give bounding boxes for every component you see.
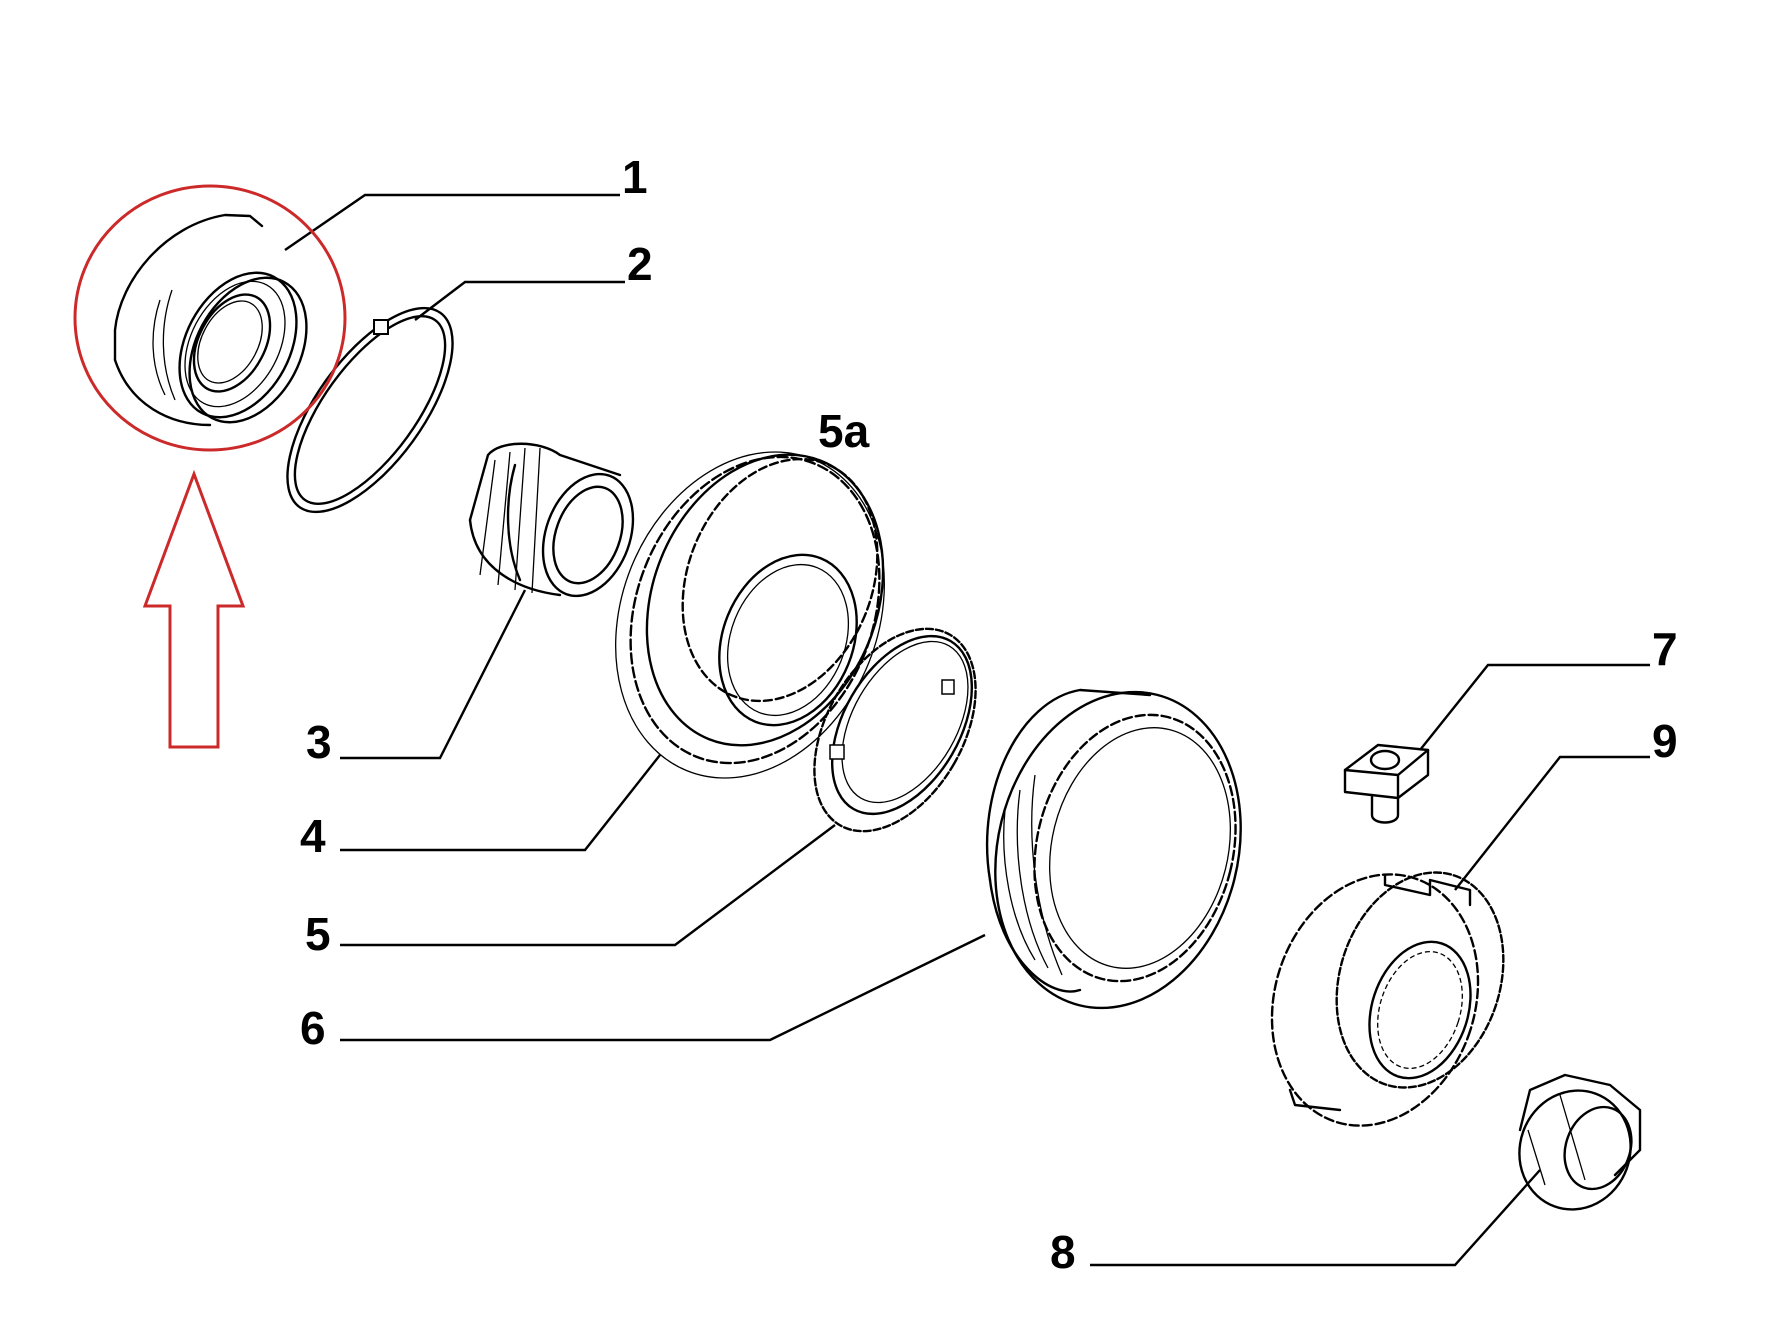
highlight-marker (73, 184, 347, 749)
part-7-detent-key[interactable] (1343, 743, 1430, 824)
callout-4: 4 (300, 810, 326, 862)
part-8-nut[interactable] (1503, 1073, 1647, 1225)
callout-7: 7 (1652, 623, 1678, 675)
part-4-gear[interactable] (568, 411, 931, 818)
leader-7 (1419, 663, 1650, 751)
leader-8 (1090, 1169, 1541, 1267)
leader-1 (284, 193, 620, 251)
callout-2: 2 (627, 238, 653, 290)
part-1-ball-bearing[interactable] (113, 213, 330, 442)
part-6-sliding-sleeve[interactable] (963, 666, 1273, 1035)
callout-labels: 1 2 3 4 5 5a 6 7 8 9 (300, 151, 1678, 1278)
callout-3: 3 (306, 716, 332, 768)
leader-3 (340, 589, 527, 760)
part-5-synchro-ring[interactable] (781, 601, 1009, 860)
callout-5a: 5a (818, 405, 870, 457)
callout-6: 6 (300, 1002, 326, 1054)
callout-5: 5 (305, 908, 331, 960)
part-2-snap-ring[interactable] (257, 282, 484, 538)
callout-8: 8 (1050, 1226, 1076, 1278)
leader-lines (284, 193, 1650, 1267)
leader-5 (340, 824, 836, 947)
part-9-synchro-hub[interactable] (1240, 847, 1530, 1152)
leader-2 (414, 280, 625, 321)
part-3-needle-bearing[interactable] (468, 442, 649, 609)
highlight-circle (73, 184, 347, 452)
leader-9 (1454, 755, 1650, 891)
leader-4 (340, 754, 661, 852)
highlight-arrow-icon (142, 469, 246, 749)
leader-6 (340, 933, 986, 1042)
callout-9: 9 (1652, 715, 1678, 767)
callout-1: 1 (622, 151, 648, 203)
